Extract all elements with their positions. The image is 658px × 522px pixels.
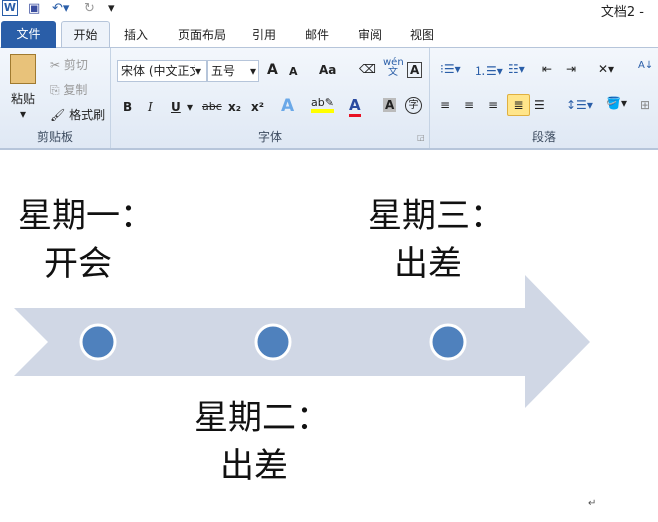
ribbon-tabs: 文件 开始 插入 页面布局 引用 邮件 审阅 视图	[0, 20, 658, 48]
timeline-dot-1	[79, 323, 117, 361]
pinyin-guide-icon[interactable]: wén 文	[383, 57, 404, 78]
ribbon: 粘贴▾ ✂ 剪切 ⎘ 复制 🖌 格式刷 剪贴板 宋体 (中文正文)▾ 五号 ▾ …	[0, 48, 658, 150]
tab-references[interactable]: 引用	[252, 28, 277, 42]
paragraph-group: ⁝☰▾ ⒈☰▾ ☷▾ ⇤ ⇥ ✕▾ A↓ ≡ ≡ ≡ ≣ ☰ ↕☰▾ 🪣▾ ⊞ …	[430, 48, 658, 148]
event-text: 出差	[394, 244, 462, 284]
bullets-button[interactable]: ⁝☰▾	[440, 62, 461, 76]
event-title: 星期一：	[18, 196, 154, 236]
font-dialog-launcher-icon[interactable]: ◲	[417, 133, 425, 142]
paste-button[interactable]: 粘贴▾	[8, 54, 38, 121]
document-area[interactable]: 星期一： 开会 星期二： 出差 星期三： 出差 ↵	[0, 152, 658, 522]
subscript-button[interactable]: x₂	[228, 100, 241, 114]
chinese-layout-button[interactable]: ✕▾	[598, 62, 615, 76]
align-right-button[interactable]: ≡	[488, 98, 499, 112]
timeline-dot-3	[429, 323, 467, 361]
customize-qat-icon[interactable]: ▾	[108, 1, 115, 16]
event-text: 开会	[44, 244, 112, 284]
tab-home[interactable]: 开始	[61, 21, 110, 47]
superscript-button[interactable]: x²	[251, 100, 264, 114]
tab-page-layout[interactable]: 页面布局	[178, 28, 227, 42]
bold-button[interactable]: B	[123, 100, 133, 114]
tab-review[interactable]: 审阅	[358, 28, 383, 42]
text-effects-button[interactable]: A	[281, 96, 295, 116]
timeline-dot-2	[254, 323, 292, 361]
event-2: 星期二： 出差	[192, 396, 332, 488]
undo-icon[interactable]: ↶▾	[52, 1, 70, 16]
highlight-button[interactable]: ab✎	[311, 96, 334, 113]
word-app-icon: W	[2, 0, 18, 16]
font-color-button[interactable]: A	[349, 96, 361, 117]
event-1: 星期一： 开会	[16, 194, 156, 286]
window-title: 文档2 -	[600, 5, 644, 20]
decrease-indent-button[interactable]: ⇤	[542, 62, 553, 76]
tab-mailings[interactable]: 邮件	[305, 28, 330, 42]
multilevel-list-button[interactable]: ☷▾	[508, 62, 525, 76]
timeline-arrow	[14, 275, 590, 408]
redo-icon[interactable]: ↻	[84, 1, 95, 16]
underline-button[interactable]: U	[171, 100, 181, 114]
event-title: 星期三：	[368, 196, 504, 236]
font-name-combo[interactable]: 宋体 (中文正文)▾	[117, 60, 207, 82]
enclose-characters-button[interactable]: 字	[405, 97, 422, 114]
font-group: 宋体 (中文正文)▾ 五号 ▾ A A Aa ⌫ wén 文 A B I U ▾…	[111, 48, 430, 148]
justify-button[interactable]: ≣	[507, 94, 530, 116]
clipboard-icon	[10, 54, 36, 84]
copy-button[interactable]: ⎘ 复制	[50, 83, 88, 97]
italic-button[interactable]: I	[148, 100, 153, 114]
distributed-button[interactable]: ☰	[534, 98, 545, 112]
strikethrough-button[interactable]: abc	[202, 100, 222, 113]
change-case-button[interactable]: Aa	[319, 63, 337, 77]
timeline-diagram	[14, 275, 590, 408]
grow-font-icon[interactable]: A	[267, 62, 278, 78]
align-center-button[interactable]: ≡	[464, 98, 475, 112]
tab-view[interactable]: 视图	[410, 28, 435, 42]
paragraph-group-label: 段落	[531, 130, 556, 144]
line-spacing-button[interactable]: ↕☰▾	[566, 98, 593, 112]
font-size-combo[interactable]: 五号 ▾	[207, 60, 259, 82]
shading-button[interactable]: 🪣▾	[606, 96, 627, 110]
sort-button[interactable]: A↓	[638, 60, 654, 71]
align-left-button[interactable]: ≡	[440, 98, 451, 112]
save-icon[interactable]: ▣	[28, 1, 41, 16]
clear-format-icon[interactable]: ⌫	[359, 62, 376, 76]
shrink-font-icon[interactable]: A	[289, 65, 298, 78]
underline-dropdown-icon[interactable]: ▾	[187, 100, 194, 114]
event-title: 星期二：	[194, 398, 330, 438]
clipboard-group: 粘贴▾ ✂ 剪切 ⎘ 复制 🖌 格式刷 剪贴板	[0, 48, 111, 148]
numbering-button[interactable]: ⒈☰▾	[474, 64, 503, 78]
increase-indent-button[interactable]: ⇥	[566, 62, 577, 76]
borders-button[interactable]: ⊞	[640, 98, 651, 112]
event-3: 星期三： 出差	[366, 194, 506, 286]
font-group-label: 字体	[257, 130, 282, 144]
paragraph-mark-icon: ↵	[588, 498, 597, 509]
character-border-icon[interactable]: A	[407, 62, 423, 78]
format-painter-button[interactable]: 🖌 格式刷	[50, 108, 106, 122]
tab-file[interactable]: 文件	[1, 21, 56, 48]
tab-insert[interactable]: 插入	[124, 28, 149, 42]
clipboard-group-label: 剪贴板	[36, 130, 73, 144]
quick-access-toolbar: W ▣ ↶▾ ↻ ▾ 文档2 -	[0, 0, 658, 20]
character-shading-button[interactable]: A	[383, 98, 397, 112]
event-text: 出差	[220, 446, 288, 486]
cut-button[interactable]: ✂ 剪切	[50, 58, 88, 72]
